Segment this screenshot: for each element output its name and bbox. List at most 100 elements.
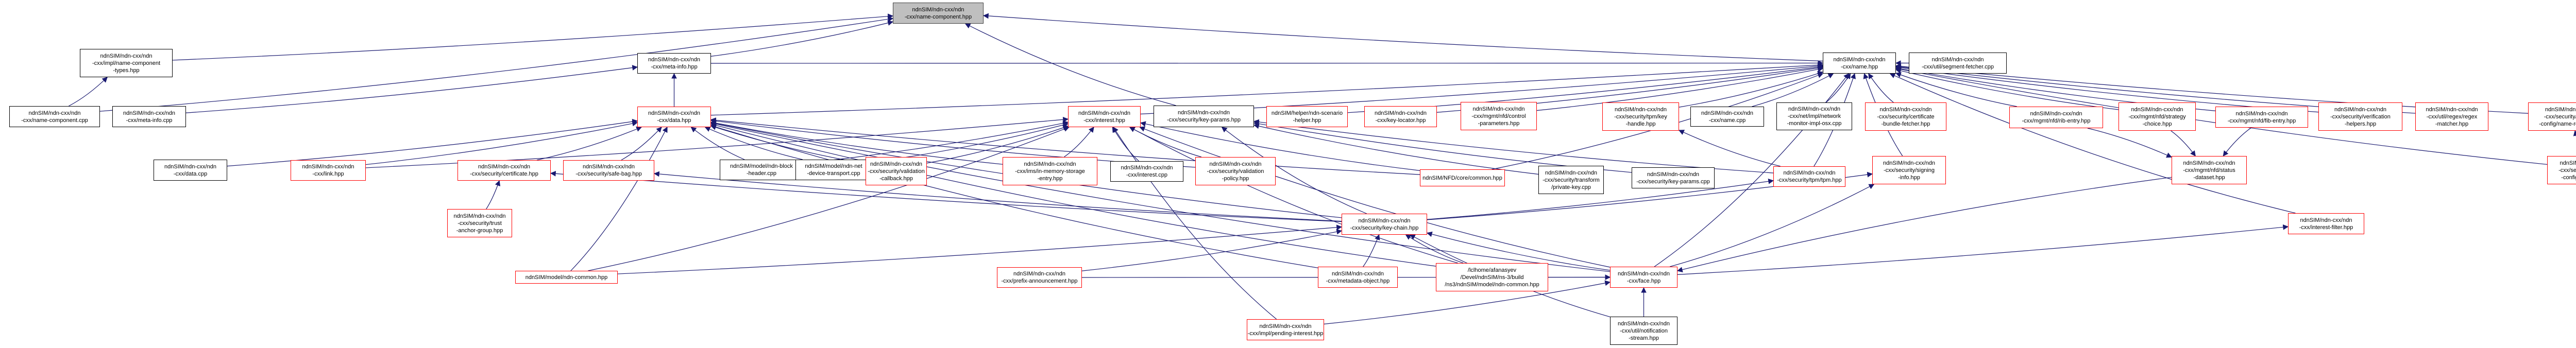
graph-node-statusdataset[interactable]: ndnSIM/ndn-cxx/ndn-cxx/mgmt/nfd/status-d… [2172, 156, 2247, 184]
node-label-line: -cxx/security/tpm/key [1614, 113, 1667, 120]
edge-name_cpp-to-name_hpp [1752, 73, 1834, 107]
node-label-line: ndnSIM/model/ndn-block [730, 163, 793, 169]
graph-node-metainfo-hpp[interactable]: ndnSIM/ndn-cxx/ndn-cxx/meta-info.hpp [637, 53, 711, 74]
graph-node-trustanchor[interactable]: ndnSIM/ndn-cxx/ndn-cxx/security/trust-an… [447, 209, 512, 237]
graph-node-netdevice[interactable]: ndnSIM/model/ndn-net-device-transport.cp… [795, 160, 872, 180]
node-label-line: ndnSIM/ndn-cxx/ndn [2183, 160, 2235, 166]
graph-node-valpolicy[interactable]: ndnSIM/ndn-cxx/ndn-cxx/security/validati… [1195, 157, 1276, 185]
graph-node-nc-cpp[interactable]: ndnSIM/ndn-cxx/ndn-cxx/name-component.cp… [9, 106, 100, 127]
node-label-line: -bundle-fetcher.hpp [1881, 120, 1930, 127]
node-label-line: ndnSIM/ndn-cxx/ndn [1783, 170, 1836, 176]
edge-data_hpp-to-name_hpp [710, 62, 1824, 116]
node-label-line: ndnSIM/ndn-cxx/ndn [1647, 171, 1699, 178]
graph-node-controlparams[interactable]: ndnSIM/ndn-cxx/ndn-cxx/mgmt/nfd/control-… [1461, 102, 1537, 130]
edge-name_hpp-to-root [982, 13, 1823, 62]
graph-node-name-hpp[interactable]: ndnSIM/ndn-cxx/ndn-cxx/name.hpp [1823, 53, 1896, 74]
graph-node-data-hpp[interactable]: ndnSIM/ndn-cxx/ndn-cxx/data.hpp [637, 107, 711, 127]
node-label-line: -cxx/name-component.hpp [904, 13, 972, 20]
node-label-line: ndnSIM/model/ndn-common.hpp [525, 274, 608, 281]
graph-node-root: ndnSIM/ndn-cxx/ndn-cxx/name-component.hp… [893, 3, 984, 24]
node-label-line: -cxx/impl/name-component [92, 60, 161, 66]
graph-node-metainfo-cpp[interactable]: ndnSIM/ndn-cxx/ndn-cxx/meta-info.cpp [112, 106, 186, 127]
edge-statusdataset-to-face [1676, 177, 2172, 273]
edge-nfdcommon-to-interest_hpp [1140, 121, 1420, 171]
node-label-line: ndnSIM/ndn-cxx/ndn [1078, 110, 1130, 116]
node-label-line: -cxx/name.cpp [1708, 117, 1746, 124]
node-label-line: -cxx/security/key-chain.hpp [1350, 224, 1419, 231]
graph-node-namerel[interactable]: ndnSIM/ndn-cxx/ndn-cxx/security/validato… [2528, 102, 2576, 131]
node-label-line: -cxx/security/key-params.hpp [1166, 117, 1241, 123]
edge-metadataobj-to-keychain [1363, 234, 1380, 267]
graph-node-data-cpp[interactable]: ndnSIM/ndn-cxx/ndn-cxx/data.cpp [154, 160, 227, 181]
graph-node-imsentry[interactable]: ndnSIM/ndn-cxx/ndn-cxx/ims/in-memory-sto… [1003, 157, 1097, 185]
edge-pending-to-interest_hpp [1113, 127, 1277, 320]
graph-node-face[interactable]: ndnSIM/ndn-cxx/ndn-cxx/face.hpp [1610, 267, 1677, 288]
graph-node-certbundle[interactable]: ndnSIM/ndn-cxx/ndn-cxx/security/certific… [1865, 102, 1946, 131]
node-label-line: ndnSIM/ndn-cxx/ndn [2334, 106, 2386, 113]
edge-privkey-to-keyparams_hpp [1253, 123, 1539, 175]
graph-node-scenario[interactable]: ndnSIM/helper/ndn-scenario-helper.hpp [1266, 106, 1348, 127]
graph-node-blockheader[interactable]: ndnSIM/model/ndn-block-header.cpp [720, 160, 803, 180]
graph-node-certificate[interactable]: ndnSIM/ndn-cxx/ndn-cxx/security/certific… [457, 160, 551, 181]
graph-node-buildcommon[interactable]: /lclhome/afanasyev/Devel/ndnSIM/ns-3/bui… [1436, 263, 1548, 291]
graph-node-safebag[interactable]: ndnSIM/ndn-cxx/ndn-cxx/security/safe-bag… [563, 160, 654, 181]
node-label-line: -cxx/security/trust [457, 220, 502, 227]
graph-node-verifhelpers[interactable]: ndnSIM/ndn-cxx/ndn-cxx/security/verifica… [2318, 102, 2402, 131]
node-label-line: -cxx/name.hpp [1840, 63, 1878, 70]
graph-node-keyparams-hpp[interactable]: ndnSIM/ndn-cxx/ndn-cxx/security/key-para… [1154, 106, 1254, 127]
node-label-line: -cxx/interest-filter.hpp [2299, 224, 2353, 231]
graph-node-keychain[interactable]: ndnSIM/ndn-cxx/ndn-cxx/security/key-chai… [1342, 214, 1427, 235]
node-label-line: -callback.hpp [879, 175, 913, 182]
edge-netdevice-to-data_hpp [704, 126, 803, 160]
edge-nct-to-root [172, 13, 894, 61]
graph-node-keylocator[interactable]: ndnSIM/ndn-cxx/ndn-cxx/key-locator.hpp [1364, 106, 1437, 127]
graph-node-metadataobj[interactable]: ndnSIM/ndn-cxx/ndn-cxx/metadata-object.h… [1318, 267, 1398, 288]
graph-node-netmon[interactable]: ndnSIM/ndn-cxx/ndn-cxx/net/impl/network-… [1776, 102, 1852, 130]
node-label-line: -cxx/mgmt/nfd/strategy [2128, 113, 2186, 120]
graph-node-ndncommon[interactable]: ndnSIM/model/ndn-common.hpp [515, 271, 618, 284]
node-label-line: ndnSIM/ndn-cxx/ndn [1615, 106, 1667, 113]
node-label-line: -cxx/security/tpm/tpm.hpp [1777, 177, 1842, 183]
node-label-line: -cxx/security/verification [2330, 113, 2391, 120]
edge-link-to-data_hpp [365, 120, 638, 165]
node-label-line: -cxx/util/regex/regex [2426, 113, 2478, 120]
node-label-line: -cxx/security/validator [2558, 167, 2576, 173]
graph-node-regex[interactable]: ndnSIM/ndn-cxx/ndn-cxx/util/regex/regex-… [2415, 102, 2488, 131]
graph-node-privkey[interactable]: ndnSIM/ndn-cxx/ndn-cxx/security/transfor… [1538, 166, 1604, 194]
graph-node-tpm[interactable]: ndnSIM/ndn-cxx/ndn-cxx/security/tpm/tpm.… [1773, 166, 1845, 187]
graph-node-prefixann[interactable]: ndnSIM/ndn-cxx/ndn-cxx/prefix-announceme… [997, 267, 1082, 288]
graph-node-fibentry[interactable]: ndnSIM/ndn-cxx/ndn-cxx/mgmt/nfd/fib-entr… [2215, 107, 2308, 128]
graph-node-strategy[interactable]: ndnSIM/ndn-cxx/ndn-cxx/mgmt/nfd/strategy… [2119, 102, 2196, 131]
node-label-line: /ns3/ndnSIM/model/ndn-common.hpp [1445, 281, 1539, 288]
graph-node-link[interactable]: ndnSIM/ndn-cxx/ndn-cxx/link.hpp [291, 160, 366, 181]
node-label-line: ndnSIM/ndn-cxx/ndn [2235, 110, 2288, 117]
node-label-line: -cxx/security/validation [868, 168, 925, 175]
graph-node-keyparams-cpp[interactable]: ndnSIM/ndn-cxx/ndn-cxx/security/key-para… [1632, 167, 1715, 188]
graph-node-signinginfo[interactable]: ndnSIM/ndn-cxx/ndn-cxx/security/signing-… [1872, 156, 1946, 184]
graph-node-interestfilter[interactable]: ndnSIM/ndn-cxx/ndn-cxx/interest-filter.h… [2288, 213, 2364, 234]
node-label-line: /private-key.cpp [1551, 184, 1591, 190]
graph-node-pending[interactable]: ndnSIM/ndn-cxx/ndn-cxx/impl/pending-inte… [1247, 319, 1324, 340]
node-label-line: -stream.hpp [1629, 335, 1659, 341]
node-label-line: -config/checker.hpp [2561, 174, 2576, 181]
graph-node-checker[interactable]: ndnSIM/ndn-cxx/ndn-cxx/security/validato… [2547, 156, 2576, 184]
node-label-line: ndnSIM/ndn-cxx/ndn [2300, 217, 2352, 223]
node-label-line: -cxx/metadata-object.hpp [1326, 277, 1390, 284]
graph-node-ribentry[interactable]: ndnSIM/ndn-cxx/ndn-cxx/mgmt/nfd/rib-entr… [2009, 107, 2103, 128]
edge-imsentry-to-data_hpp [710, 120, 1003, 165]
edge-certbundle-to-name_hpp [1868, 73, 1894, 103]
graph-node-keyhandle[interactable]: ndnSIM/ndn-cxx/ndn-cxx/security/tpm/key-… [1602, 102, 1679, 131]
graph-node-nfdcommon[interactable]: ndnSIM/NFD/core/common.hpp [1420, 169, 1505, 186]
edge-blockheader-to-interest_hpp [803, 120, 1069, 164]
graph-node-name-cpp[interactable]: ndnSIM/ndn-cxx/ndn-cxx/name.cpp [1690, 107, 1764, 127]
node-label-line: ndnSIM/ndn-cxx/ndn [1259, 323, 1312, 329]
node-label-line: -entry.hpp [1037, 175, 1063, 182]
graph-node-interest-cpp[interactable]: ndnSIM/ndn-cxx/ndn-cxx/interest.cpp [1110, 161, 1183, 182]
graph-node-valcallback[interactable]: ndnSIM/ndn-cxx/ndn-cxx/security/validati… [866, 157, 927, 185]
node-label-line: -cxx/mgmt/nfd/status [2183, 167, 2235, 173]
node-label-line: -policy.hpp [1222, 175, 1249, 182]
graph-node-nct[interactable]: ndnSIM/ndn-cxx/ndn-cxx/impl/name-compone… [80, 49, 173, 77]
graph-node-interest-hpp[interactable]: ndnSIM/ndn-cxx/ndn-cxx/interest.hpp [1068, 106, 1141, 127]
graph-node-notifstream[interactable]: ndnSIM/ndn-cxx/ndn-cxx/util/notification… [1610, 317, 1677, 345]
graph-node-segfetch[interactable]: ndnSIM/ndn-cxx/ndn-cxx/util/segment-fetc… [1909, 53, 2007, 74]
